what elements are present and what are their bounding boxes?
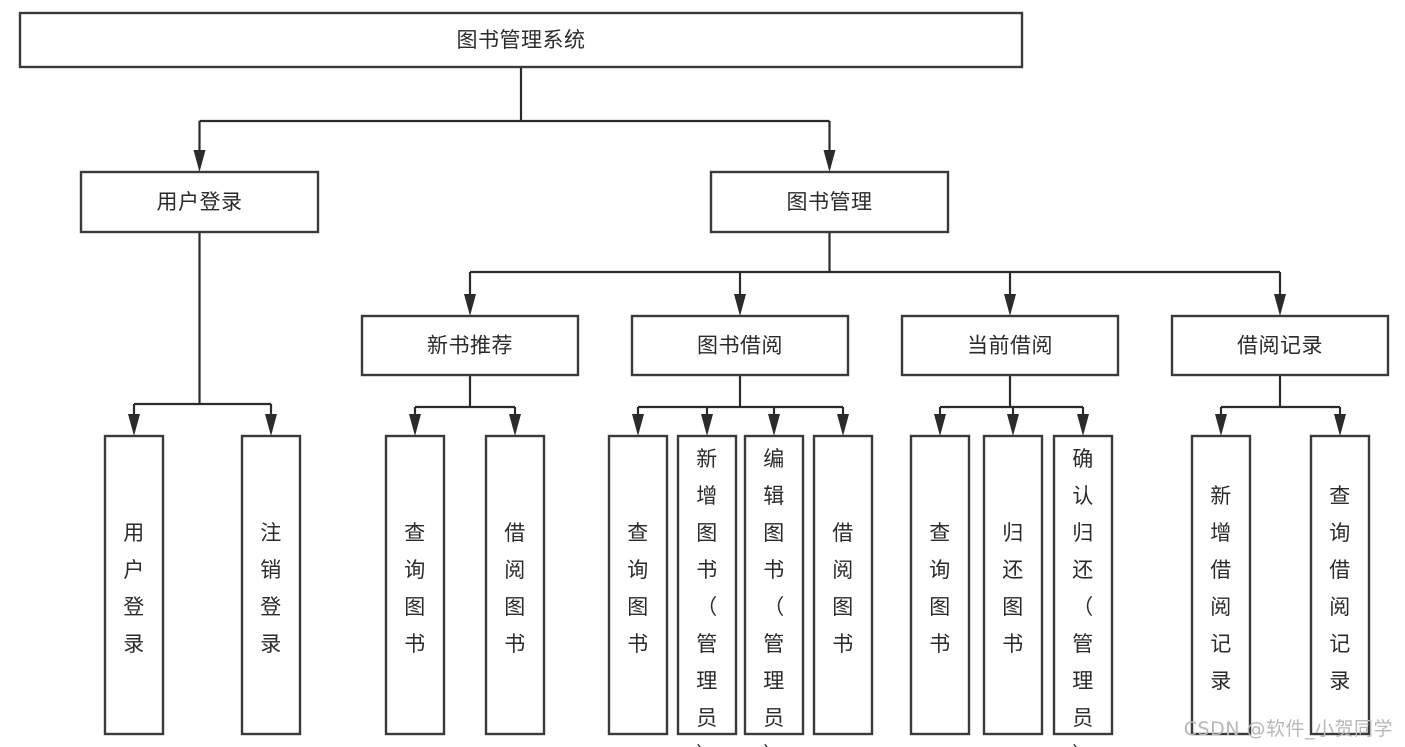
- connector-group-user-login: [128, 232, 277, 436]
- connector-group-book-borrow: [632, 375, 849, 436]
- node-box-leaf-confirm-return: [1052, 434, 1114, 736]
- node-label-leaf-add-borrow-record: 新增借阅记录: [1210, 484, 1232, 693]
- arrow-head-icon: [464, 294, 476, 316]
- node-label-leaf-borrow-book-recommend: 借阅图书: [504, 521, 526, 656]
- node-leaf-confirm-return[interactable]: 确认归还（管理员）: [1052, 434, 1114, 747]
- node-box-leaf-query-book-current: [909, 434, 971, 736]
- node-label-root: 图书管理系统: [457, 28, 586, 52]
- arrow-head-icon: [1004, 294, 1016, 316]
- node-box-user-login: [79, 170, 320, 234]
- arrow-head-icon: [1274, 294, 1286, 316]
- arrow-head-icon: [632, 414, 644, 436]
- node-leaf-query-book-recommend[interactable]: 查询图书: [384, 434, 446, 736]
- node-box-leaf-edit-book: [743, 434, 805, 736]
- node-boxes-layer: 图书管理系统用户登录图书管理新书推荐图书借阅当前借阅借阅记录用户登录注销登录查询…: [18, 11, 1390, 747]
- node-leaf-add-book[interactable]: 新增图书（管理员）: [676, 434, 738, 747]
- node-box-leaf-query-book-borrow: [607, 434, 669, 736]
- arrow-head-icon: [823, 150, 836, 172]
- connector-group-borrow-record: [1215, 375, 1346, 436]
- arrow-head-icon: [509, 414, 521, 436]
- node-box-leaf-query-book-recommend: [384, 434, 446, 736]
- node-leaf-add-borrow-record[interactable]: 新增借阅记录: [1190, 434, 1252, 736]
- node-box-book-management: [709, 170, 950, 234]
- node-label-leaf-edit-book: 编辑图书（管理员）: [763, 447, 785, 747]
- node-label-leaf-query-book-borrow: 查询图书: [627, 521, 649, 656]
- arrow-head-icon: [409, 414, 421, 436]
- arrow-head-icon: [1215, 414, 1227, 436]
- node-box-leaf-add-book: [676, 434, 738, 736]
- node-label-book-management: 图书管理: [787, 190, 873, 214]
- node-box-leaf-return-book: [982, 434, 1044, 736]
- arrow-head-icon: [1334, 414, 1346, 436]
- connector-links-layer: [128, 67, 1346, 436]
- node-box-new-book-recommend: [360, 314, 580, 377]
- node-leaf-logout[interactable]: 注销登录: [240, 434, 302, 736]
- node-box-leaf-borrow-book: [812, 434, 874, 736]
- node-book-borrow[interactable]: 图书借阅: [630, 314, 850, 377]
- connector-group-book-management: [464, 232, 1286, 316]
- node-box-book-borrow: [630, 314, 850, 377]
- arrow-head-icon: [701, 414, 713, 436]
- node-leaf-query-book-current[interactable]: 查询图书: [909, 434, 971, 736]
- node-label-leaf-user-login: 用户登录: [123, 521, 145, 656]
- node-current-borrow[interactable]: 当前借阅: [900, 314, 1120, 377]
- node-label-leaf-logout: 注销登录: [260, 521, 282, 656]
- node-label-new-book-recommend: 新书推荐: [427, 334, 513, 358]
- node-leaf-borrow-book[interactable]: 借阅图书: [812, 434, 874, 736]
- node-leaf-borrow-book-recommend[interactable]: 借阅图书: [484, 434, 546, 736]
- arrow-head-icon: [128, 414, 140, 436]
- node-borrow-record[interactable]: 借阅记录: [1170, 314, 1390, 377]
- node-leaf-return-book[interactable]: 归还图书: [982, 434, 1044, 736]
- node-box-leaf-borrow-book-recommend: [484, 434, 546, 736]
- node-label-current-borrow: 当前借阅: [967, 334, 1053, 358]
- node-box-borrow-record: [1170, 314, 1390, 377]
- node-label-leaf-return-book: 归还图书: [1002, 521, 1024, 656]
- arrow-head-icon: [193, 150, 206, 172]
- node-box-root: [18, 11, 1024, 69]
- node-label-leaf-borrow-book: 借阅图书: [832, 521, 854, 656]
- node-new-book-recommend[interactable]: 新书推荐: [360, 314, 580, 377]
- node-leaf-query-book-borrow[interactable]: 查询图书: [607, 434, 669, 736]
- node-box-leaf-user-login: [103, 434, 165, 736]
- arrow-head-icon: [265, 414, 277, 436]
- node-root[interactable]: 图书管理系统: [18, 11, 1024, 69]
- arrow-head-icon: [1007, 414, 1019, 436]
- arrow-head-icon: [934, 414, 946, 436]
- node-label-leaf-query-borrow-record: 查询借阅记录: [1329, 484, 1351, 693]
- node-leaf-user-login[interactable]: 用户登录: [103, 434, 165, 736]
- node-label-leaf-query-book-current: 查询图书: [929, 521, 951, 656]
- connector-group-current-borrow: [934, 375, 1089, 436]
- arrow-head-icon: [734, 294, 746, 316]
- node-leaf-edit-book[interactable]: 编辑图书（管理员）: [743, 434, 805, 747]
- connector-group-root: [193, 67, 836, 172]
- node-label-book-borrow: 图书借阅: [697, 334, 783, 358]
- node-box-leaf-query-borrow-record: [1309, 434, 1371, 736]
- node-box-leaf-logout: [240, 434, 302, 736]
- node-label-user-login: 用户登录: [157, 190, 243, 214]
- connector-group-new-book-recommend: [409, 375, 521, 436]
- node-leaf-query-borrow-record[interactable]: 查询借阅记录: [1309, 434, 1371, 736]
- node-user-login[interactable]: 用户登录: [79, 170, 320, 234]
- node-label-borrow-record: 借阅记录: [1237, 334, 1323, 358]
- node-box-leaf-add-borrow-record: [1190, 434, 1252, 736]
- node-box-current-borrow: [900, 314, 1120, 377]
- node-book-management[interactable]: 图书管理: [709, 170, 950, 234]
- arrow-head-icon: [1077, 414, 1089, 436]
- node-label-leaf-query-book-recommend: 查询图书: [404, 521, 426, 656]
- node-label-leaf-confirm-return: 确认归还（管理员）: [1072, 447, 1094, 747]
- csdn-watermark: CSDN @软件_小贺同学: [1183, 718, 1393, 740]
- arrow-head-icon: [768, 414, 780, 436]
- arrow-head-icon: [837, 414, 849, 436]
- node-label-leaf-add-book: 新增图书（管理员）: [696, 447, 718, 747]
